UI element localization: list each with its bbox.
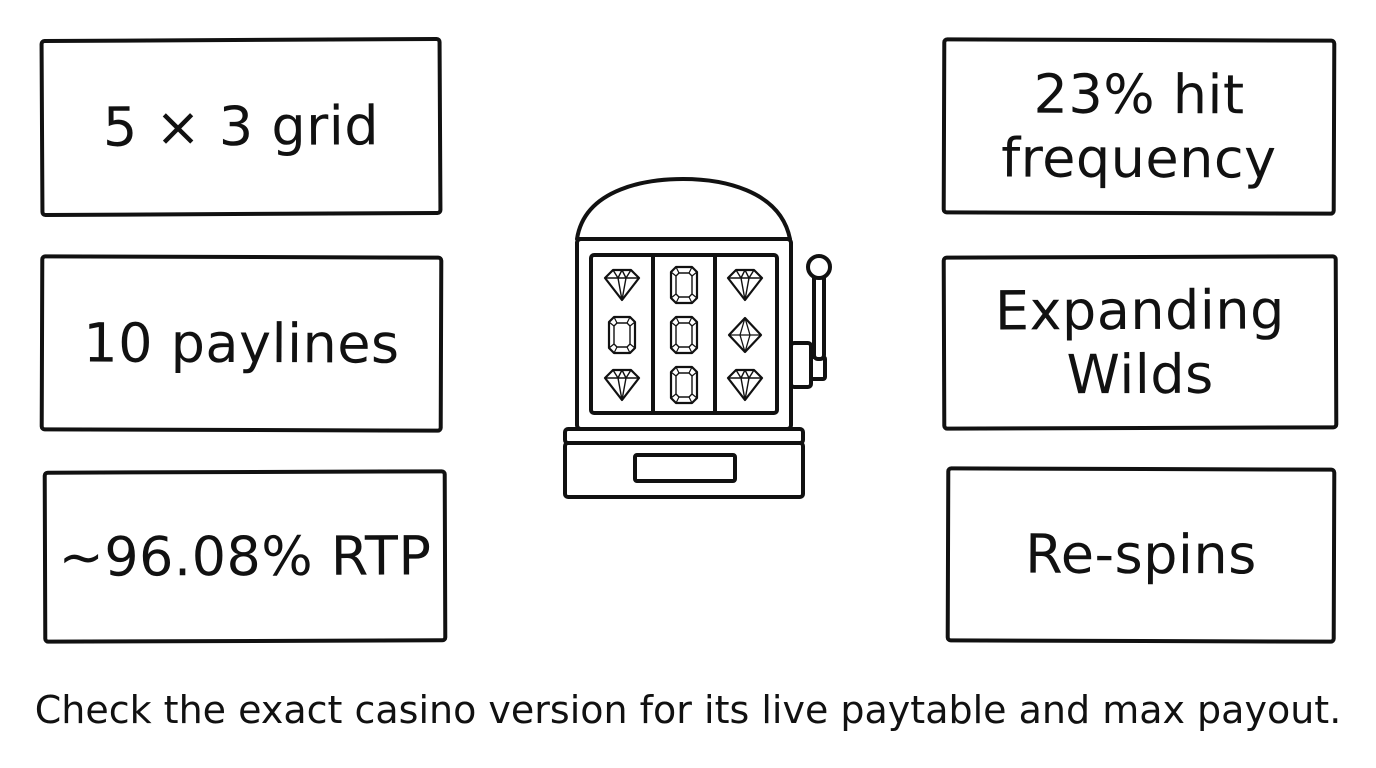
slot-machine-icon: [563, 177, 832, 499]
feature-label: 10 paylines: [83, 311, 400, 376]
feature-box-rtp: ~96.08% RTP: [42, 469, 448, 644]
feature-box-expanding-wilds: Expanding Wilds: [941, 254, 1339, 431]
slot-lever: [789, 254, 832, 389]
feature-label: 23% hit frequency: [1001, 62, 1277, 190]
feature-label: Re-spins: [1025, 522, 1257, 587]
slot-machine-base: [563, 427, 805, 445]
feature-box-respins: Re-spins: [945, 466, 1337, 644]
feature-label: ~96.08% RTP: [58, 523, 432, 589]
feature-box-grid: 5 × 3 grid: [39, 36, 443, 218]
coin-tray: [633, 453, 737, 483]
footer-note: Check the exact casino version for its l…: [34, 688, 1342, 732]
slot-machine-dome: [575, 177, 792, 241]
feature-box-hit-frequency: 23% hit frequency: [941, 37, 1337, 216]
reel-window: [589, 253, 779, 415]
feature-label: Expanding Wilds: [994, 278, 1285, 406]
feature-label: 5 × 3 grid: [102, 94, 380, 159]
feature-box-paylines: 10 paylines: [39, 254, 444, 433]
